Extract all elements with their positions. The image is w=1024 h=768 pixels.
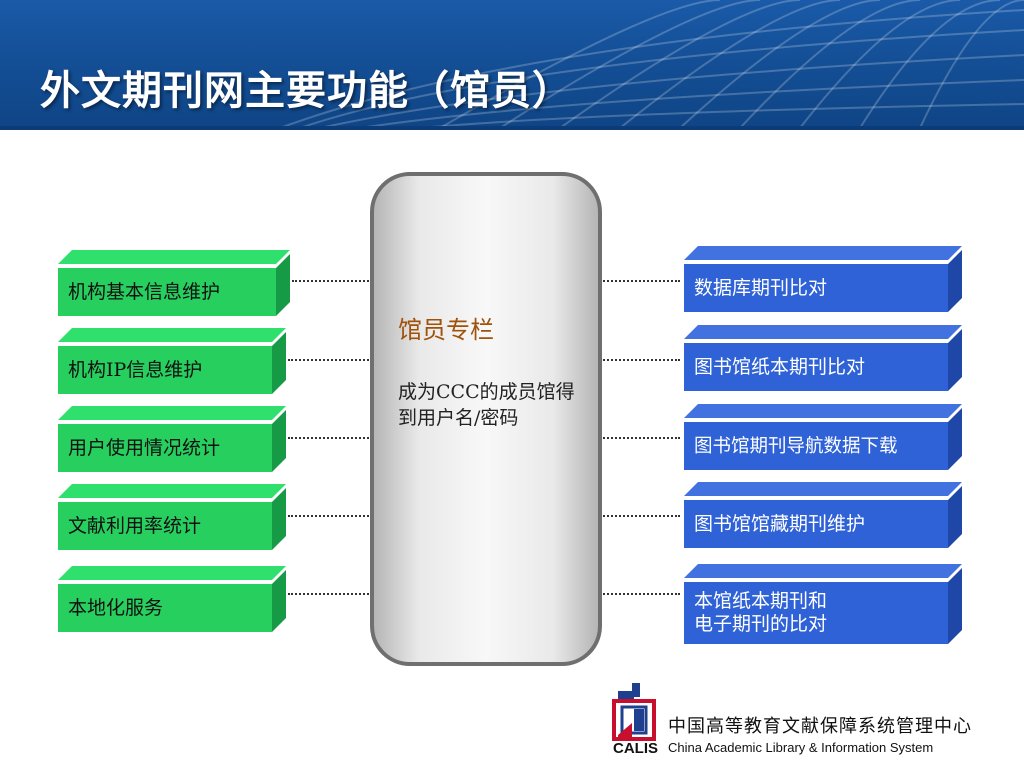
logo-name-chinese: 中国高等教育文献保障系统管理中心 [668,716,972,737]
logo-abbreviation: CALIS [613,740,658,757]
right-item-box: 本馆纸本期刊和 电子期刊的比对 [684,564,962,644]
right-item-box: 数据库期刊比对 [684,246,962,312]
column-description: 成为CCC的成员馆得到用户名/密码 [398,381,575,429]
right-item-box: 图书馆馆藏期刊维护 [684,482,962,548]
connector-line [600,280,680,282]
calis-logo-icon [612,683,656,741]
left-item-box: 机构IP信息维护 [58,328,286,394]
connector-line [288,437,372,439]
connector-line [292,280,372,282]
right-item-label: 图书馆馆藏期刊维护 [684,500,948,548]
left-item-box: 文献利用率统计 [58,484,286,550]
connector-line [288,515,372,517]
header-bottom-strip [0,126,1024,130]
left-item-box: 本地化服务 [58,566,286,632]
left-item-label: 文献利用率统计 [58,502,272,550]
left-item-box: 机构基本信息维护 [58,250,290,316]
left-item-box: 用户使用情况统计 [58,406,286,472]
connector-line [288,593,372,595]
left-item-label: 机构IP信息维护 [58,346,272,394]
page-title: 外文期刊网主要功能（馆员） [40,68,573,114]
grid-wave-decoration [279,0,1024,128]
right-item-label: 数据库期刊比对 [684,264,948,312]
connector-line [600,359,680,361]
right-item-label: 图书馆期刊导航数据下载 [684,422,948,470]
left-item-label: 用户使用情况统计 [58,424,272,472]
connector-line [600,437,680,439]
connector-line [600,515,680,517]
right-item-label-line: 电子期刊的比对 [694,613,828,635]
right-item-label: 本馆纸本期刊和 电子期刊的比对 [684,582,948,644]
right-item-label: 图书馆纸本期刊比对 [684,343,948,391]
right-item-box: 图书馆纸本期刊比对 [684,325,962,391]
header-banner: 外文期刊网主要功能（馆员） [0,0,1024,128]
right-item-label-line: 本馆纸本期刊和 [694,590,828,612]
connector-line [600,593,680,595]
connector-line [288,359,372,361]
left-item-label: 机构基本信息维护 [58,268,276,316]
logo-name-english: China Academic Library & Information Sys… [668,740,934,755]
column-title: 馆员专栏 [398,316,494,344]
left-item-label: 本地化服务 [58,584,272,632]
librarian-column: 馆员专栏 成为CCC的成员馆得到用户名/密码 [370,172,602,666]
right-item-box: 图书馆期刊导航数据下载 [684,404,962,470]
